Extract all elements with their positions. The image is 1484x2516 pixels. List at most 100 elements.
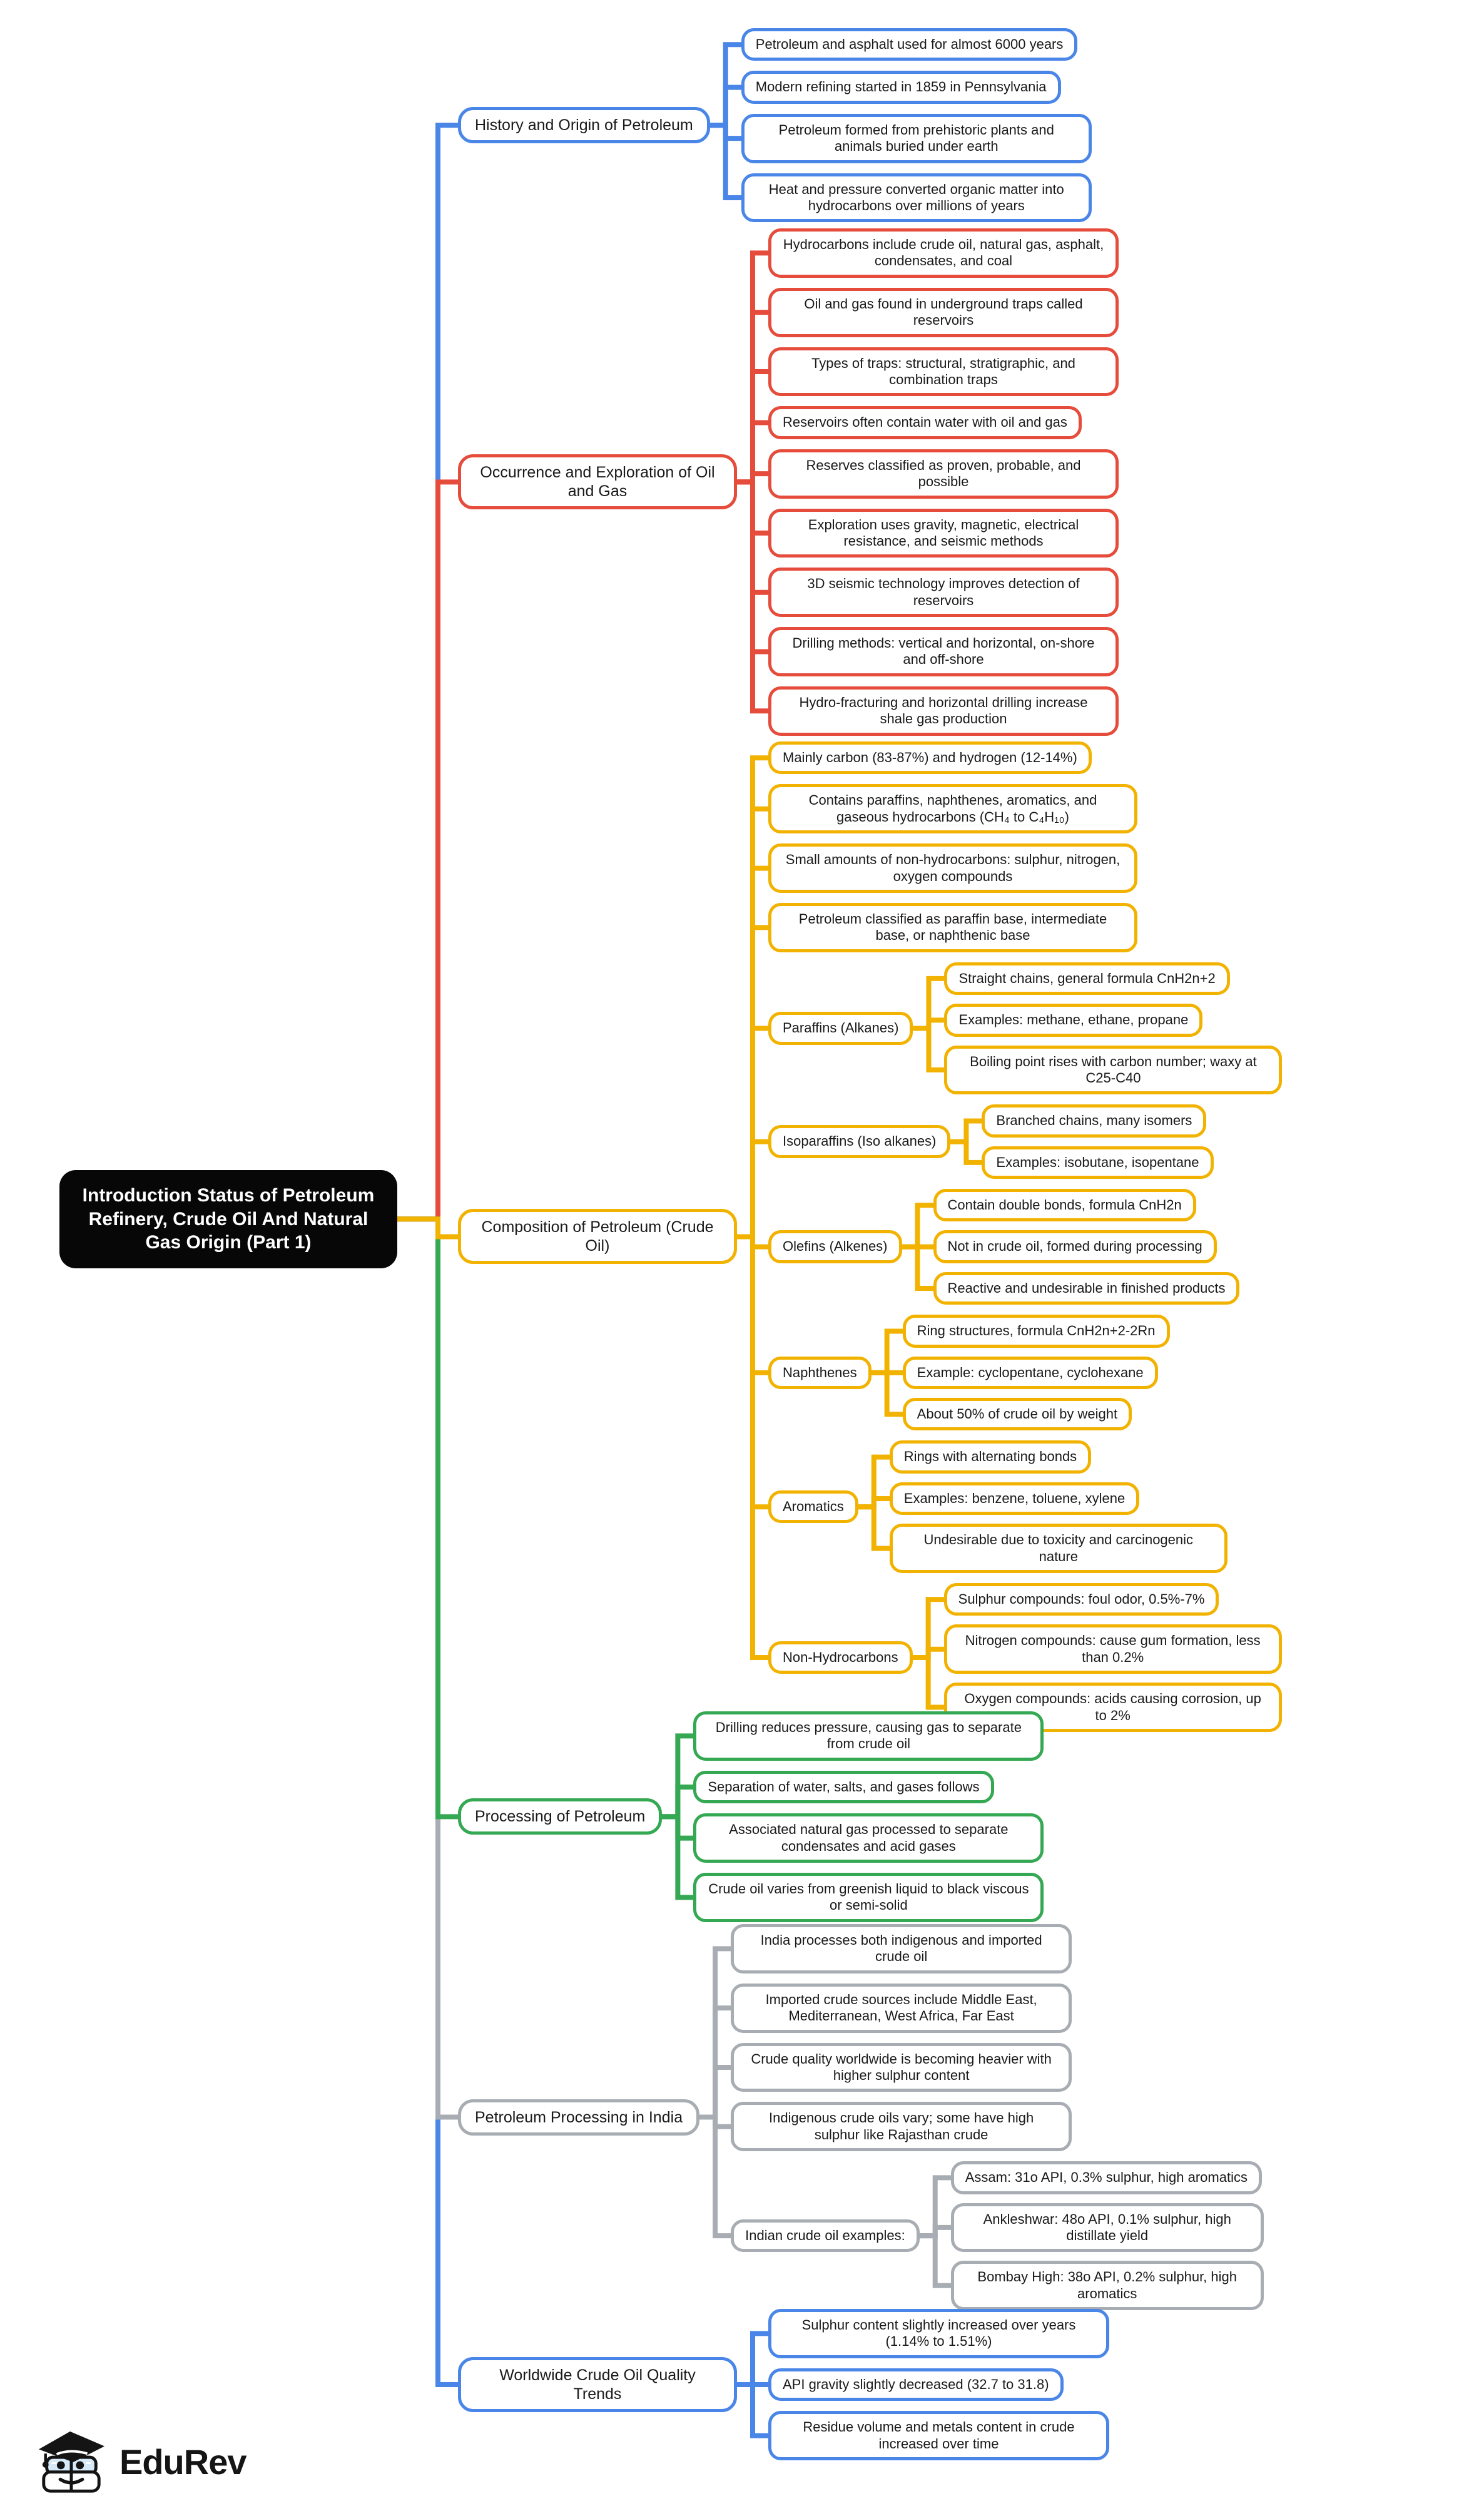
connector [900,1244,935,1291]
sub-branch-children: Assam: 31o API, 0.3% sulphur, high aroma… [950,2161,1264,2311]
leaf-node: Indigenous crude oils vary; some have hi… [731,2102,1072,2152]
leaf-node: Small amounts of non-hydrocarbons: sulph… [768,843,1137,893]
branch-title: Occurrence and Exploration of Oil and Ga… [458,454,737,510]
edurev-wordmark: EduRev [119,2442,246,2482]
leaf-node: Contain double bonds, formula CnH2n [933,1189,1196,1222]
leaf-node: Associated natural gas processed to sepa… [693,1813,1044,1863]
branch-children: Sulphur content slightly increased over … [768,2309,1109,2460]
sub-branch-children: Sulphur compounds: foul odor, 0.5%-7% Nit… [943,1582,1282,1732]
sub-branch: Indian crude oil examples: Assam: 31o API… [731,2161,1264,2311]
leaf-node: Modern refining started in 1859 in Penns… [741,71,1061,104]
leaf-node: Heat and pressure converted organic matt… [741,173,1092,223]
leaf-node: Sulphur content slightly increased over … [768,2309,1109,2358]
sub-branch: Olefins (Alkenes) Contain double bonds, f… [768,1189,1240,1305]
leaf-node: Types of traps: structural, stratigraphi… [768,347,1119,397]
connector [910,1654,946,1710]
branch-children: Mainly carbon (83-87%) and hydrogen (12-… [768,741,1283,1732]
leaf-node: 3D seismic technology improves detection… [768,568,1119,618]
connector [660,1814,696,1900]
leaf-node: Reservoirs often contain water with oil … [768,406,1082,439]
sub-branch-label: Isoparaffins (Iso alkanes) [768,1125,951,1158]
leaf-node: About 50% of crude oil by weight [902,1398,1132,1431]
leaf-node: Drilling reduces pressure, causing gas t… [693,1711,1044,1761]
branch-children: Drilling reduces pressure, causing gas t… [693,1711,1044,1922]
leaf-node: Examples: methane, ethane, propane [944,1004,1203,1037]
leaf-node: Reserves classified as proven, probable,… [768,449,1119,499]
sub-branch-label: Non-Hydrocarbons [768,1641,913,1674]
leaf-node: Contains paraffins, naphthenes, aromatic… [768,784,1137,834]
leaf-node: Ring structures, formula CnH2n+2-2Rn [902,1315,1170,1348]
sub-branch-label: Indian crude oil examples: [731,2219,920,2253]
branch-title: Worldwide Crude Oil Quality Trends [458,2356,737,2412]
connector [735,1234,770,1660]
leaf-node: Rings with alternating bonds [889,1440,1092,1474]
leaf-node: Assam: 31o API, 0.3% sulphur, high aroma… [950,2161,1262,2194]
branch-group: Occurrence and Exploration of Oil and Ga… [458,228,1119,736]
graduation-cap-mascot-icon [38,2431,105,2493]
connector [698,2114,733,2239]
connector [395,1216,460,2387]
branch-title: Composition of Petroleum (Crude Oil) [458,1209,737,1265]
connector [395,1216,460,1240]
leaf-node: Petroleum formed from prehistoric plants… [741,113,1092,163]
leaf-node: Examples: benzene, toluene, xylene [889,1482,1140,1515]
leaf-node: Residue volume and metals content in cru… [768,2411,1109,2460]
branch-children: Hydrocarbons include crude oil, natural … [768,228,1119,736]
connector [948,1139,984,1165]
sub-branch: Isoparaffins (Iso alkanes) Branched chain… [768,1104,1214,1179]
leaf-node: Reactive and undesirable in finished pro… [933,1271,1240,1305]
leaf-node: Petroleum and asphalt used for almost 60… [741,28,1078,61]
leaf-node: Boiling point rises with carbon number; … [944,1045,1283,1095]
branch-group: Worldwide Crude Oil Quality Trends Sulphu… [458,2309,1109,2460]
sub-branch: Naphthenes Ring structures, formula CnH2n… [768,1315,1170,1431]
leaf-node: Exploration uses gravity, magnetic, elec… [768,508,1119,558]
leaf-node: Example: cyclopentane, cyclohexane [902,1356,1158,1390]
connector [395,123,460,1222]
leaf-node: Hydro-fracturing and horizontal drilling… [768,686,1119,736]
connector [395,479,460,1222]
leaf-node: Separation of water, salts, and gases fo… [693,1770,994,1804]
branch-children: India processes both indigenous and impo… [731,1924,1264,2311]
leaf-node: Crude quality worldwide is becoming heav… [731,2042,1072,2092]
connector [395,1216,460,2120]
sub-branch-children: Straight chains, general formula CnH2n+2… [944,962,1283,1095]
branch-children: Petroleum and asphalt used for almost 60… [741,28,1092,223]
leaf-node: Sulphur compounds: foul odor, 0.5%-7% [943,1582,1219,1616]
sub-branch-label: Aromatics [768,1490,858,1524]
connector [869,1370,905,1417]
branch-title: History and Origin of Petroleum [458,107,710,144]
leaf-node: Nitrogen compounds: cause gum formation,… [943,1624,1282,1674]
connector [917,2233,953,2288]
leaf-node: Drilling methods: vertical and horizonta… [768,627,1119,676]
leaf-node: Examples: isobutane, isopentane [982,1146,1214,1179]
branch-group: Composition of Petroleum (Crude Oil) Main… [458,741,1283,1732]
leaf-node: Oil and gas found in underground traps c… [768,287,1119,337]
leaf-node: Mainly carbon (83-87%) and hydrogen (12-… [768,741,1092,775]
leaf-node: API gravity slightly decreased (32.7 to … [768,2368,1064,2401]
leaf-node: Undesirable due to toxicity and carcinog… [889,1524,1227,1573]
connector [708,123,743,200]
sub-branch: Non-Hydrocarbons Sulphur compounds: foul … [768,1582,1282,1732]
branch-group: History and Origin of Petroleum Petroleum… [458,28,1092,223]
connector [911,1026,947,1072]
connector [395,1216,460,1820]
leaf-node: Not in crude oil, formed during processi… [933,1230,1217,1263]
central-topic: Introduction Status of Petroleum Refiner… [59,1170,397,1268]
connector [735,2381,770,2438]
leaf-node: Petroleum classified as paraffin base, i… [768,902,1137,952]
sub-branch-label: Paraffins (Alkanes) [768,1012,913,1045]
connector [856,1504,892,1551]
connector [735,479,770,714]
leaf-node: India processes both indigenous and impo… [731,1924,1072,1974]
sub-branch-label: Naphthenes [768,1356,872,1390]
leaf-node: Branched chains, many isomers [982,1104,1207,1138]
leaf-node: Hydrocarbons include crude oil, natural … [768,228,1119,278]
sub-branch-label: Olefins (Alkenes) [768,1230,902,1263]
